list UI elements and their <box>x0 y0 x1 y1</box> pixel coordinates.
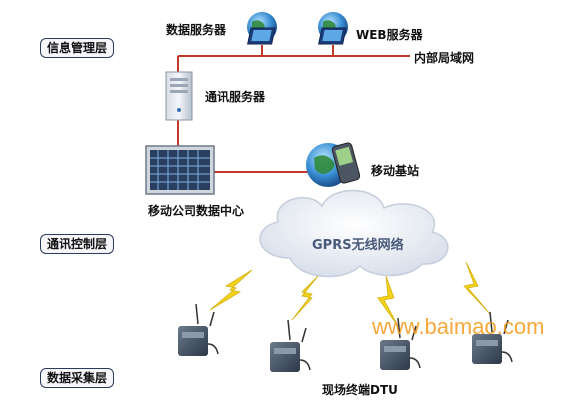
lightning-bolt-2 <box>291 275 319 321</box>
layer-label-data-collection: 数据采集层 <box>40 368 115 388</box>
mobile-data-center-label: 移动公司数据中心 <box>148 204 245 218</box>
field-terminal-label: 现场终端DTU <box>322 383 398 397</box>
dtu-terminal-4-icon <box>472 311 513 364</box>
comm-server-label: 通讯服务器 <box>205 90 266 104</box>
lightning-bolt-3 <box>377 275 399 327</box>
lightning-bolt-1 <box>209 269 253 311</box>
web-server-label: WEB服务器 <box>356 28 423 42</box>
watermark: www.baimao.com <box>372 314 545 339</box>
comm-server-icon <box>165 71 193 121</box>
intranet-label: 内部局域网 <box>414 51 475 65</box>
data-server-icon <box>247 12 277 45</box>
dtu-terminal-1-icon <box>178 303 219 356</box>
gprs-cloud-icon <box>259 189 449 278</box>
layer-label-comm-control: 通讯控制层 <box>40 234 115 254</box>
mobile-base-station-label: 移动基站 <box>371 164 420 178</box>
lightning-bolt-4 <box>463 261 491 315</box>
data-server-label: 数据服务器 <box>166 23 227 37</box>
dtu-terminal-2-icon <box>270 319 311 372</box>
mobile-base-station-icon <box>306 142 361 187</box>
gprs-network-label: GPRS无线网络 <box>312 238 404 253</box>
dtu-terminal-3-icon <box>380 317 421 370</box>
web-server-icon <box>318 12 348 45</box>
data-center-icon <box>145 145 215 195</box>
layer-label-info-management: 信息管理层 <box>40 38 115 58</box>
